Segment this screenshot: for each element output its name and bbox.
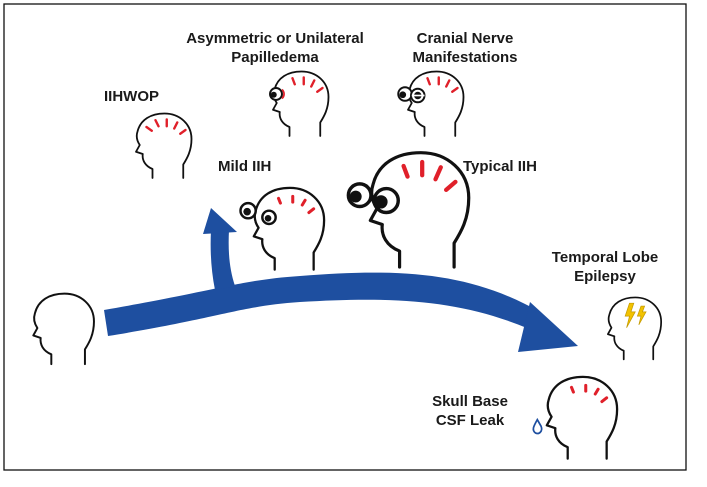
head-cranial-nerve <box>397 70 465 137</box>
head-skull-base-csf-leak <box>532 375 619 460</box>
head-iihwop <box>135 112 193 179</box>
droplet-icon <box>532 417 543 435</box>
head-temporal-lobe-epilepsy <box>607 296 663 361</box>
label-temporal-line2: Epilepsy <box>574 268 636 285</box>
figure-frame <box>3 3 687 471</box>
lightning-icon <box>636 305 647 325</box>
label-asymmetric-line1: Asymmetric or Unilateral <box>186 30 364 47</box>
head-normal <box>32 292 95 366</box>
label-skull-line2: CSF Leak <box>436 412 505 429</box>
head-typical-iih <box>346 151 471 269</box>
label-typical-iih: Typical IIH <box>463 158 537 175</box>
label-cranial-line1: Cranial Nerve <box>417 30 514 47</box>
label-skull-line1: Skull Base <box>432 393 508 410</box>
progression-arrow <box>104 208 578 352</box>
head-asymmetric-papilledema <box>269 70 330 137</box>
label-cranial-line2: Manifestations <box>412 49 517 66</box>
label-temporal-line1: Temporal Lobe <box>552 249 658 266</box>
label-asymmetric-line2: Papilledema <box>231 49 319 66</box>
label-mild-iih: Mild IIH <box>218 158 271 175</box>
head-mild-iih <box>239 186 326 271</box>
label-iihwop: IIHWOP <box>104 88 159 105</box>
lightning-icon <box>624 302 636 328</box>
